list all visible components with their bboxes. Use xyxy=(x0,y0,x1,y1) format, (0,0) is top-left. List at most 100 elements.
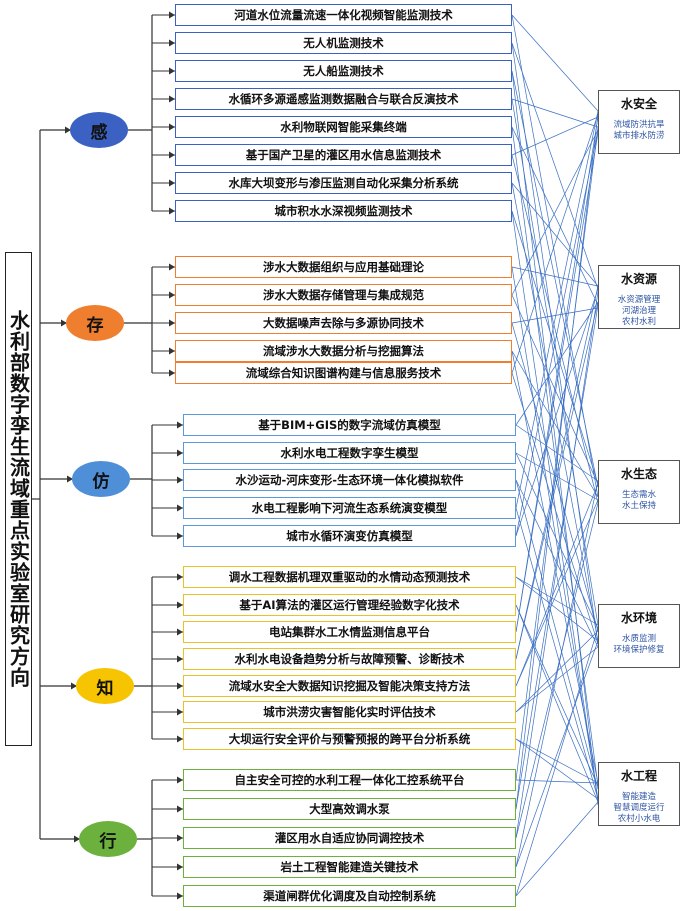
item-arrow xyxy=(177,504,183,512)
tech-item-box: 大型高效调水泵 xyxy=(183,798,516,820)
category-label: 存 xyxy=(86,315,104,336)
tech-item-label: 水沙运动-河床变形-生态环境一体化模拟软件 xyxy=(235,473,464,487)
category-arrow xyxy=(61,319,67,327)
relation-connector-line xyxy=(515,285,599,660)
category-label: 知 xyxy=(96,678,114,699)
relation-connector-line xyxy=(515,502,599,839)
item-arrow xyxy=(169,319,175,327)
relation-connector-line xyxy=(515,483,599,687)
tech-item-label: 水利水电设备趋势分析与故障预警、诊断技术 xyxy=(234,652,465,666)
domain-sub-label: 水土保持 xyxy=(621,501,656,511)
category-node-gan: 感 xyxy=(70,112,128,148)
relation-connector-line xyxy=(511,350,599,784)
tech-item-label: 涉水大数据存储管理与集成规范 xyxy=(263,288,424,302)
relation-connector-line xyxy=(515,304,599,810)
domain-sub-label: 智慧调度运行 xyxy=(613,803,665,813)
item-arrow xyxy=(169,263,175,271)
item-arrow xyxy=(177,708,183,716)
tech-item-box: 流域水安全大数据知识挖掘及智能决策支持方法 xyxy=(183,675,516,697)
tech-item-label: 岩土工程智能建造关键技术 xyxy=(280,860,419,874)
relation-connector-line xyxy=(511,307,599,324)
domain-name: 水工程 xyxy=(620,769,657,783)
tech-item-label: 水循环多源遥感监测数据融合与联合反演技术 xyxy=(228,92,459,106)
relation-connector-line xyxy=(515,576,599,626)
item-arrow xyxy=(177,573,183,581)
tech-item-box: 流域综合知识图谱构建与信息服务技术 xyxy=(175,362,512,384)
tech-item-label: 无人船监测技术 xyxy=(303,64,384,78)
tech-item-box: 无人船监测技术 xyxy=(175,60,512,82)
tech-item-label: 大型高效调水泵 xyxy=(309,802,390,816)
relation-connector-line xyxy=(511,182,599,287)
relation-connector-line xyxy=(511,266,599,287)
item-arrow xyxy=(169,347,175,355)
domain-sub-label: 环境保护修复 xyxy=(613,645,665,655)
tech-item-box: 电站集群水工水情监测信息平台 xyxy=(183,621,516,643)
tech-item-label: 水利物联网智能采集终端 xyxy=(280,120,407,134)
item-arrow xyxy=(177,805,183,813)
relation-connector-line xyxy=(515,110,599,509)
item-arrow xyxy=(177,776,183,784)
relation-connector-line xyxy=(511,372,599,645)
relation-connector-line xyxy=(511,70,599,806)
category-node-fang: 仿 xyxy=(72,461,130,497)
relation-connector-line xyxy=(511,154,599,504)
domain-sub-label: 农村水利 xyxy=(621,317,656,327)
diagram-title-box: 水利部数字孪生流域重点实验室研究方向 xyxy=(5,252,32,746)
item-arrow xyxy=(177,892,183,900)
domain-sub-label: 流域防洪抗旱 xyxy=(613,120,665,130)
tech-item-label: 流域涉水大数据分析与挖掘算法 xyxy=(263,344,424,358)
relation-connector-line xyxy=(515,779,599,784)
tech-item-label: 流域水安全大数据知识挖掘及智能决策支持方法 xyxy=(228,679,471,693)
item-arrow xyxy=(169,207,175,215)
tech-item-box: 无人机监测技术 xyxy=(175,32,512,54)
tech-item-box: 基于AI算法的灌区运行管理经验数字化技术 xyxy=(183,594,516,616)
tech-item-label: 城市洪涝灾害智能化实时评估技术 xyxy=(263,705,436,719)
category-node-xing: 行 xyxy=(79,821,137,857)
tech-item-box: 水电工程影响下河流生态系统演变模型 xyxy=(183,497,516,519)
tech-item-box: 城市水循环演变仿真模型 xyxy=(183,525,516,547)
domain-sub-label: 水资源管理 xyxy=(617,295,661,305)
item-arrow xyxy=(177,449,183,457)
relation-connector-line xyxy=(515,604,599,787)
relation-connector-line xyxy=(515,291,599,839)
tech-item-label: 流域综合知识图谱构建与信息服务技术 xyxy=(245,366,442,380)
relation-connector-line xyxy=(515,113,599,810)
domain-box: 水工程智能建造智慧调度运行农村小水电 xyxy=(598,762,680,826)
tech-item-box: 流域涉水大数据分析与挖掘算法 xyxy=(175,340,512,362)
domain-box: 水安全流域防洪抗旱城市排水防涝 xyxy=(598,90,680,154)
relation-connector-line xyxy=(511,14,599,112)
tech-item-box: 水利物联网智能采集终端 xyxy=(175,116,512,138)
relation-connector-line xyxy=(515,738,599,800)
tech-item-label: 大坝运行安全评价与预警预报的跨平台分析系统 xyxy=(228,732,471,746)
tech-item-box: 水利水电工程数字孪生模型 xyxy=(183,442,516,464)
item-arrow xyxy=(169,291,175,299)
domain-sub-label: 智能建造 xyxy=(621,792,656,802)
item-arrow xyxy=(177,601,183,609)
relation-connector-line xyxy=(515,646,599,713)
relation-connector-line xyxy=(515,116,599,633)
tech-item-box: 大坝运行安全评价与预警预报的跨平台分析系统 xyxy=(183,728,516,750)
tech-item-box: 城市积水水深视频监测技术 xyxy=(175,200,512,222)
item-arrow xyxy=(169,151,175,159)
relation-connector-line xyxy=(511,350,599,498)
item-arrow xyxy=(177,655,183,663)
domain-sub-label: 农村小水电 xyxy=(617,814,661,824)
category-arrow xyxy=(71,682,77,690)
tech-item-box: 基于国产卫星的灌区用水信息监测技术 xyxy=(175,144,512,166)
domain-box: 水生态生态需水水土保持 xyxy=(598,460,680,524)
relation-connector-line xyxy=(511,42,599,290)
tech-item-label: 自主安全可控的水利工程一体化工控系统平台 xyxy=(234,773,465,787)
domain-sub-label: 生态需水 xyxy=(621,490,656,500)
tech-item-label: 城市积水水深视频监测技术 xyxy=(274,204,413,218)
tech-item-box: 涉水大数据存储管理与集成规范 xyxy=(175,284,512,306)
relation-connector-line xyxy=(511,113,599,374)
relation-connector-line xyxy=(515,640,599,868)
tech-item-box: 自主安全可控的水利工程一体化工控系统平台 xyxy=(183,769,516,791)
relation-connector-line xyxy=(511,126,599,787)
item-arrow xyxy=(177,735,183,743)
relation-connector-line xyxy=(511,70,599,488)
domain-box: 水资源水资源管理河湖治理农村水利 xyxy=(598,265,680,329)
relation-connector-line xyxy=(515,126,599,781)
category-node-zhi: 知 xyxy=(76,668,134,704)
